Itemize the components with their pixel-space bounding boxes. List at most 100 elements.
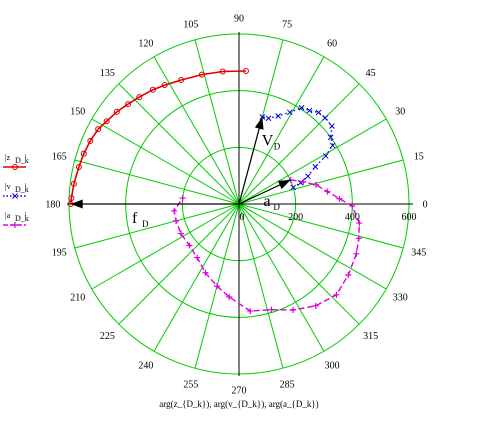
data-point	[149, 86, 156, 93]
data-point	[290, 184, 297, 191]
data-point	[173, 217, 180, 224]
vector-label: f	[132, 210, 138, 227]
angle-tick-label: 300	[325, 361, 340, 372]
vector-label-subscript: D	[273, 202, 280, 212]
data-point	[322, 153, 329, 159]
angle-tick-label: 90	[234, 13, 244, 24]
data-point	[194, 254, 201, 261]
vector-arrowhead	[277, 179, 291, 190]
data-point	[179, 195, 186, 202]
legend-label: |z	[5, 153, 11, 162]
data-point	[171, 207, 178, 214]
data-point	[312, 302, 319, 309]
data-point	[198, 71, 205, 78]
data-point	[298, 104, 305, 111]
vector-arrowhead	[70, 199, 83, 209]
grid-spoke	[118, 83, 240, 205]
grid-spoke	[194, 39, 240, 205]
data-point	[87, 137, 94, 144]
legend-label-subscript: D_k	[15, 185, 29, 194]
angle-tick-label: 180	[45, 200, 60, 211]
legend-entry-3: |a D_k|	[3, 211, 29, 228]
data-point	[306, 107, 313, 114]
series-3	[171, 176, 363, 315]
data-point	[329, 123, 335, 129]
data-point	[219, 68, 226, 75]
grid-spoke	[238, 118, 387, 205]
angle-tick-label: 135	[100, 68, 115, 79]
data-point	[304, 173, 311, 180]
data-point	[329, 142, 336, 149]
grid-spoke	[91, 203, 240, 290]
data-point	[125, 101, 132, 108]
angle-tick-label: 315	[363, 331, 378, 342]
data-point	[95, 126, 102, 133]
angle-tick-label: 210	[70, 293, 85, 304]
grid-spoke	[238, 56, 325, 205]
legend-label-close: |	[25, 153, 27, 162]
data-point	[259, 114, 266, 120]
angle-tick-label: 285	[280, 379, 295, 390]
legend-label: |a	[5, 211, 11, 220]
data-point	[178, 76, 185, 83]
data-point	[265, 115, 272, 122]
angle-tick-label: 105	[183, 20, 198, 31]
vector-label: V	[262, 132, 274, 149]
vector-label-subscript: D	[142, 219, 149, 229]
data-point	[349, 202, 356, 209]
radial-tick-label: 200	[288, 212, 303, 223]
vector-shaft	[238, 116, 263, 205]
data-point	[103, 118, 110, 125]
grid-spoke	[238, 203, 325, 352]
angle-tick-label: 240	[138, 361, 153, 372]
legend-label-close: |	[25, 211, 27, 220]
data-point	[202, 269, 209, 276]
grid-spoke	[238, 203, 387, 290]
angle-tick-label: 270	[232, 386, 247, 397]
radial-tick-label: 0	[240, 212, 245, 223]
data-point	[177, 230, 184, 237]
data-point	[12, 193, 18, 199]
legend-label-subscript: D_k	[15, 156, 29, 165]
data-point	[70, 180, 77, 187]
data-point	[322, 114, 329, 121]
data-point	[68, 195, 75, 202]
data-point	[324, 188, 331, 195]
data-point	[242, 68, 249, 75]
legend-label-subscript: D_k	[15, 214, 29, 223]
grid-spoke	[91, 118, 240, 205]
data-point	[214, 283, 220, 290]
data-point	[345, 271, 352, 278]
grid-spoke	[118, 203, 240, 325]
grid-spoke	[238, 159, 404, 205]
legend-label-close: |	[25, 182, 27, 191]
data-point	[75, 164, 82, 171]
grid-spoke	[238, 83, 360, 205]
angle-tick-label: 120	[138, 38, 153, 49]
grid-spoke	[74, 159, 240, 205]
angle-tick-label: 0	[423, 200, 428, 211]
vector-arrowhead	[254, 116, 264, 130]
data-point	[226, 293, 233, 300]
data-point	[315, 109, 322, 116]
angle-tick-label: 60	[327, 38, 337, 49]
data-point	[290, 307, 297, 314]
data-point	[336, 195, 343, 202]
data-point	[356, 220, 363, 227]
data-series	[67, 68, 363, 315]
angle-tick-label: 45	[366, 68, 376, 79]
data-point	[312, 181, 319, 188]
angle-tick-label: 165	[52, 151, 67, 162]
data-point	[12, 164, 18, 170]
grid-spoke	[238, 203, 284, 369]
data-point	[186, 242, 193, 249]
angle-tick-label: 30	[395, 106, 405, 117]
angle-tick-label: 150	[70, 106, 85, 117]
data-point	[327, 134, 334, 141]
data-point	[161, 82, 168, 89]
